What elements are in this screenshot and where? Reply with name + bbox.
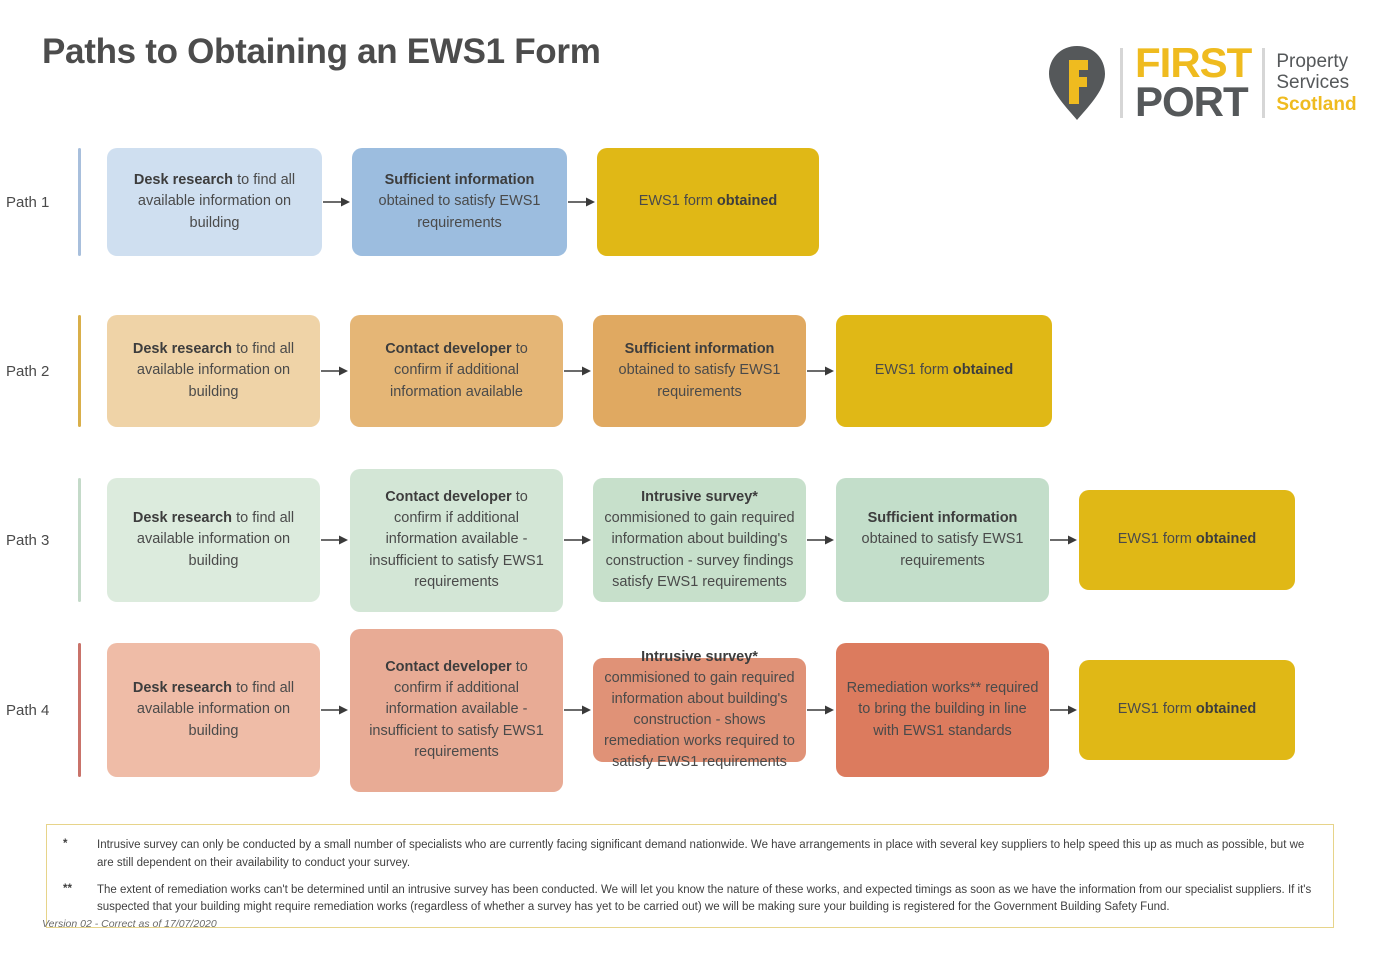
path-row-1: Path 1 Desk research to find all availabl…	[0, 118, 1379, 286]
step-box-p3-2: Contact developer to confirm if addition…	[350, 468, 563, 612]
step-box-p3-3: Intrusive survey* commisioned to gain re…	[593, 478, 806, 602]
arrow-right-icon	[1049, 704, 1079, 716]
logo-sub-scotland: Scotland	[1276, 93, 1357, 115]
step-box-p1-1: Desk research to find all available info…	[107, 148, 322, 256]
footnotes-box: * Intrusive survey can only be conducted …	[46, 824, 1334, 929]
path-color-bar-4	[78, 643, 81, 777]
version-note: Version 02 - Correct as of 17/07/2020	[42, 918, 217, 930]
path-label-3: Path 3	[6, 531, 50, 549]
arrow-right-icon	[320, 704, 350, 716]
arrow-right-icon	[563, 534, 593, 546]
path-color-bar-3	[78, 478, 81, 602]
arrow-right-icon	[806, 704, 836, 716]
footnote-2: ** The extent of remediation works can't …	[63, 882, 1317, 918]
arrow-right-icon	[320, 365, 350, 377]
step-box-p3-4: Sufficient information obtained to satis…	[836, 478, 1049, 602]
step-box-p2-4: EWS1 form obtained	[836, 315, 1052, 427]
page-header: Paths to Obtaining an EWS1 Form FIRST PO…	[0, 0, 1379, 130]
arrow-right-icon	[1049, 534, 1079, 546]
logo-port-text: PORT	[1135, 78, 1249, 125]
arrow-right-icon	[320, 534, 350, 546]
footnote-marker-2: **	[63, 882, 72, 895]
step-box-p2-1: Desk research to find all available info…	[107, 315, 320, 427]
footnote-marker-1: *	[63, 838, 68, 850]
path-row-3: Path 3 Desk research to find all availabl…	[0, 456, 1379, 624]
path-steps-2: Desk research to find all available info…	[107, 315, 1052, 427]
logo-sub-property: Property	[1276, 51, 1349, 73]
step-box-p2-3: Sufficient information obtained to satis…	[593, 315, 806, 427]
arrow-right-icon	[563, 704, 593, 716]
logo-divider	[1120, 48, 1123, 118]
step-box-p3-5: EWS1 form obtained	[1079, 490, 1295, 590]
step-box-p4-3: Intrusive survey* commisioned to gain re…	[593, 649, 806, 770]
path-label-4: Path 4	[6, 701, 50, 719]
path-steps-3: Desk research to find all available info…	[107, 468, 1295, 612]
step-box-p1-2: Sufficient information obtained to satis…	[352, 148, 567, 256]
step-box-p3-1: Desk research to find all available info…	[107, 478, 320, 602]
arrow-right-icon	[322, 196, 352, 208]
logo-first-text: FIRST	[1135, 39, 1252, 87]
path-label-2: Path 2	[6, 362, 50, 380]
path-steps-1: Desk research to find all available info…	[107, 148, 819, 256]
path-steps-4: Desk research to find all available info…	[107, 628, 1295, 792]
logo-divider-2	[1262, 48, 1266, 118]
arrow-right-icon	[563, 365, 593, 377]
arrow-right-icon	[806, 534, 836, 546]
arrow-right-icon	[567, 196, 597, 208]
arrow-right-icon	[806, 365, 836, 377]
page-title: Paths to Obtaining an EWS1 Form	[42, 32, 601, 71]
footnote-text-1: Intrusive survey can only be conducted b…	[97, 839, 1305, 869]
step-box-p4-5: EWS1 form obtained	[1079, 660, 1295, 760]
step-box-p4-1: Desk research to find all available info…	[107, 643, 320, 777]
step-box-p2-2: Contact developer to confirm if addition…	[350, 315, 563, 427]
paths-flow: Path 1 Desk research to find all availabl…	[0, 118, 1379, 796]
logo-wordmark: FIRST PORT	[1135, 39, 1252, 125]
path-color-bar-1	[78, 148, 81, 256]
path-label-1: Path 1	[6, 193, 50, 211]
path-row-4: Path 4 Desk research to find all availabl…	[0, 624, 1379, 796]
footnote-text-2: The extent of remediation works can't be…	[97, 883, 1312, 914]
logo-sub-services: Services	[1276, 72, 1350, 94]
step-box-p4-2: Contact developer to confirm if addition…	[350, 628, 563, 792]
firstport-logo: FIRST PORT Property Services Scotland	[1042, 39, 1357, 125]
path-color-bar-2	[78, 315, 81, 427]
footnote-1: * Intrusive survey can only be conducted …	[63, 837, 1317, 873]
step-box-p4-4: Remediation works** required to bring th…	[836, 643, 1049, 777]
logo-subtitle: Property Services Scotland	[1276, 51, 1356, 115]
path-row-2: Path 2 Desk research to find all availabl…	[0, 286, 1379, 456]
step-box-p1-3: EWS1 form obtained	[597, 148, 819, 256]
map-pin-with-f-icon	[1042, 44, 1112, 122]
